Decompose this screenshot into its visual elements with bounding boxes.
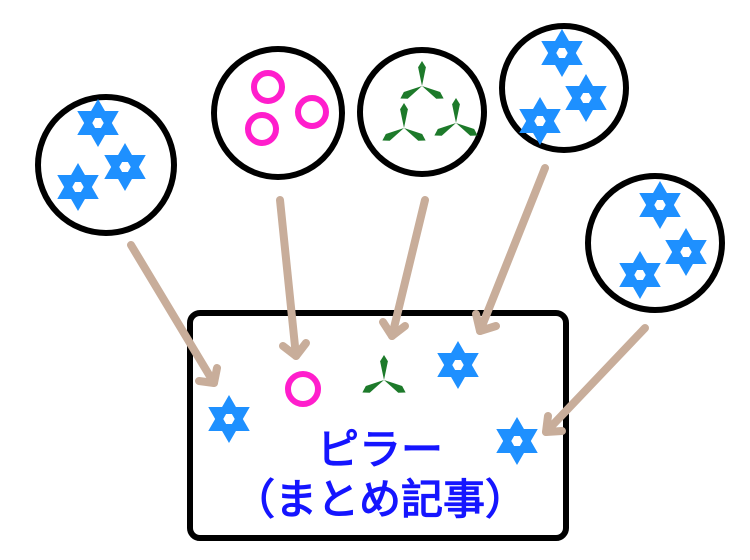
pillar-items [214, 348, 531, 458]
source-circle-1 [35, 94, 177, 236]
ring-icon [251, 70, 285, 104]
arrow-icon [127, 241, 221, 387]
arrow-icon [276, 196, 310, 360]
pillar-title: ピラー [316, 425, 443, 474]
ring-icon [295, 95, 329, 129]
source-circle-4 [499, 23, 629, 153]
ring-icon [245, 112, 279, 146]
arrows [127, 164, 649, 436]
ring-icon [285, 371, 321, 407]
arrow-icon [472, 164, 549, 335]
source-circle-2 [211, 46, 345, 180]
arrow-icon [379, 196, 429, 340]
arrow-icon [542, 324, 649, 436]
pillar-label: ピラー （まとめ記事） [200, 425, 560, 525]
pillar-subtitle: （まとめ記事） [232, 475, 527, 524]
source-circle-5 [585, 173, 725, 313]
source-circle-3 [357, 47, 487, 177]
